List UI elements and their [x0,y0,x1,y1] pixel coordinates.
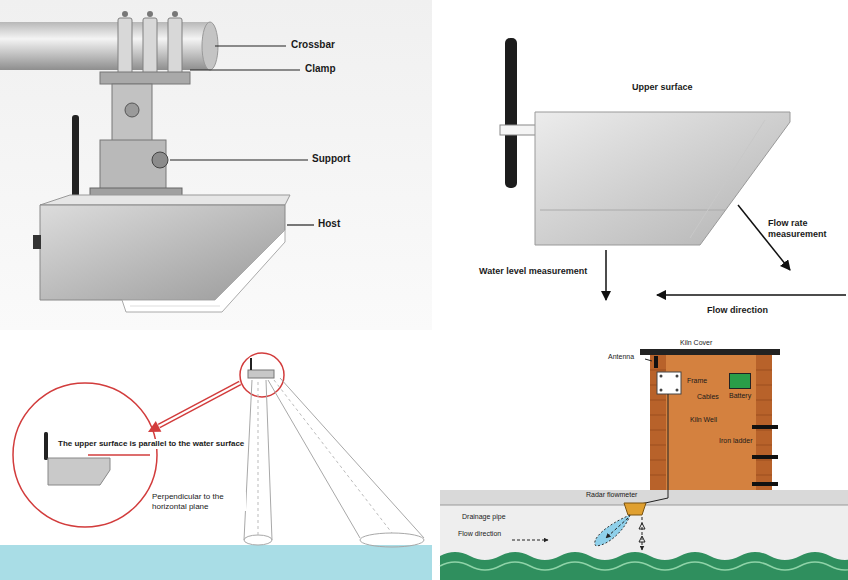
callout-label: The upper surface is parallel to the wat… [56,439,246,449]
callout-label: Frame [687,377,707,385]
callout-label: Flow rate measurement [768,218,840,240]
callout-label: Water level measurement [479,266,587,277]
callout-label: Drainage pipe [462,513,506,521]
callout-label: Kiln Well [690,416,717,424]
callout-label: Perpendicular to the horizontal plane [150,492,246,511]
battery-node: Battery [729,373,754,400]
node-label: Battery [729,392,754,400]
callout-label: Crossbar [291,39,335,51]
callout-label: Support [312,153,350,165]
callout-label: Iron ladder [719,437,752,445]
battery-box [729,373,751,389]
callout-label: Upper surface [632,82,693,93]
callout-label: Cables [697,393,719,401]
callout-label: Kiln Cover [680,339,712,347]
callout-label: Flow direction [707,305,768,316]
callout-label: Clamp [305,63,336,75]
callout-label: Antenna [608,353,634,361]
callout-label: Radar flowmeter [586,491,637,499]
callout-label: Host [318,218,340,230]
callout-label: Flow direction [458,530,501,538]
